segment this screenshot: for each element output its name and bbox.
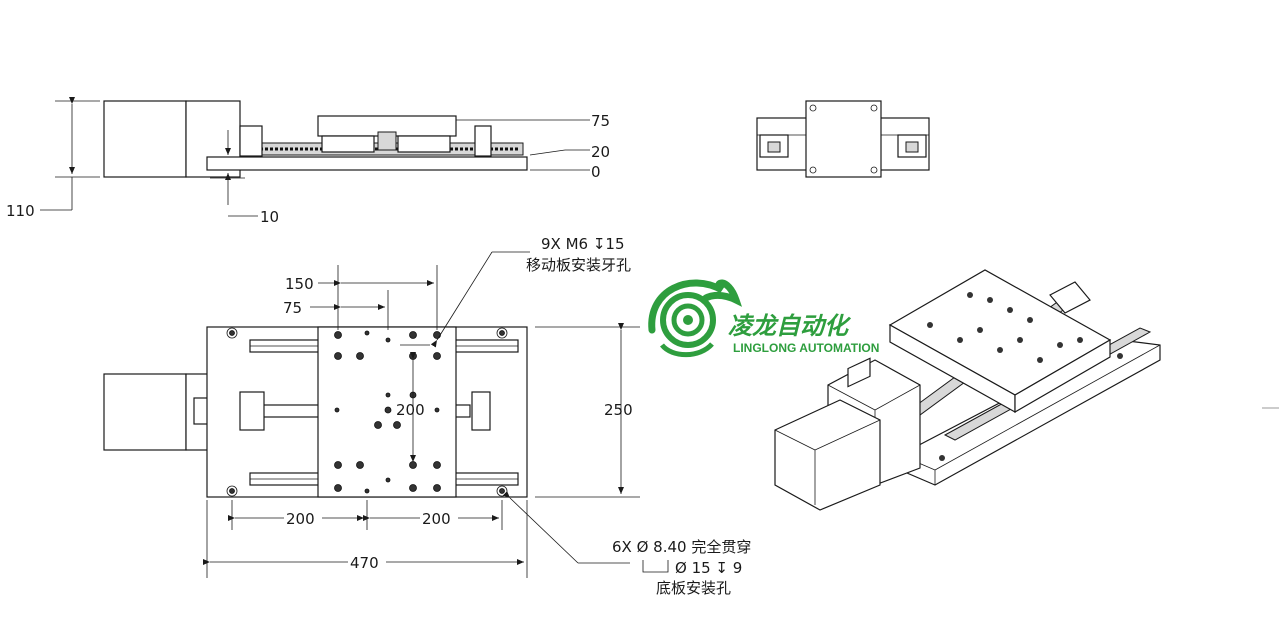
dim-height-110: 110 [6, 202, 35, 220]
top-motor-body [103, 373, 187, 451]
end-motor-flange [805, 100, 882, 178]
dim-150: 150 [285, 275, 314, 293]
hole-note-line1: 9X M6 ↧15 [541, 235, 625, 253]
bearing-block-right [474, 125, 492, 157]
dragon-icon [648, 279, 742, 334]
dim-200-vertical: 200 [396, 401, 425, 419]
side-view: 110 10 75 20 0 [6, 97, 610, 226]
carriage-holes [334, 331, 441, 492]
top-view: 150 75 200 250 200 200 470 9X M6 ↧15 [103, 235, 751, 597]
dim-200-right: 200 [422, 510, 451, 528]
base-note-line3: 底板安装孔 [656, 579, 731, 597]
dim-470: 470 [350, 554, 379, 572]
base-note-line1: 6X Ø 8.40 完全贯穿 [612, 538, 751, 556]
dim-base-10: 10 [260, 208, 279, 226]
motor-body [103, 100, 187, 178]
dim-75: 75 [283, 299, 302, 317]
dim-250: 250 [604, 401, 633, 419]
dim-zero-0: 0 [591, 163, 601, 181]
brand-name-en: LINGLONG AUTOMATION [733, 341, 879, 355]
base-note-line2: Ø 15 ↧ 9 [675, 559, 742, 577]
isometric-view [774, 269, 1161, 511]
dim-top-75: 75 [591, 112, 610, 130]
iso-motor [774, 399, 881, 511]
brand-logo: 凌龙自动化 LINGLONG AUTOMATION [648, 279, 879, 358]
dim-mid-20: 20 [591, 143, 610, 161]
hole-note-line2: 移动板安装牙孔 [526, 256, 631, 274]
dim-200-left: 200 [286, 510, 315, 528]
bearing-block-left [239, 125, 263, 157]
brand-name-cn: 凌龙自动化 [728, 312, 852, 340]
base-plate [206, 156, 528, 171]
end-view [756, 100, 930, 178]
